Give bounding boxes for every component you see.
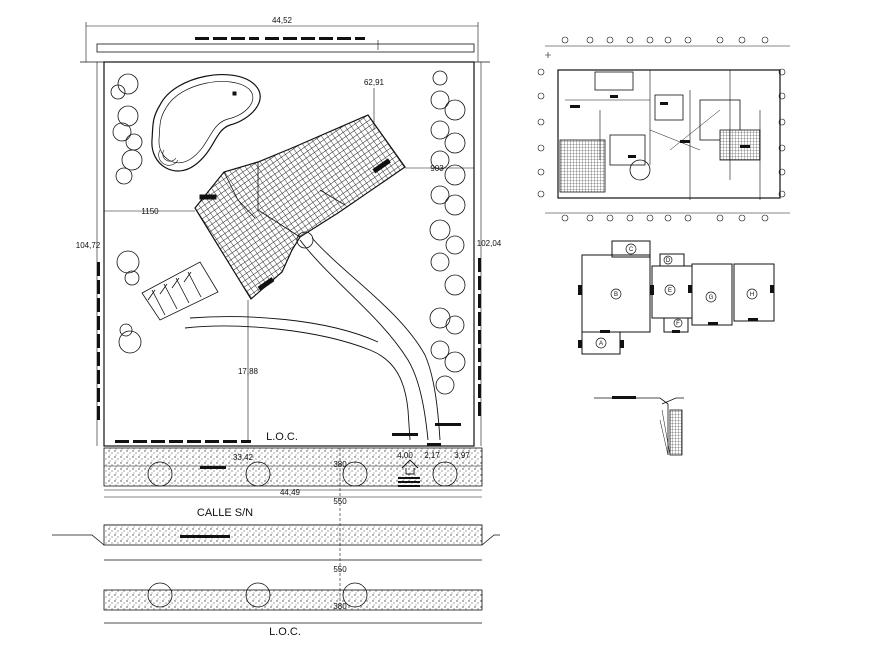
module-e-label: E [668, 288, 672, 294]
lane-dim-1: 550 [333, 497, 347, 506]
loc-bottom-label: L.O.C. [269, 626, 301, 638]
left-depth-label: 104,72 [76, 241, 101, 250]
module-labels: A B C D E F G H [599, 247, 754, 347]
floor-plan [537, 36, 790, 222]
street [52, 447, 500, 624]
street-name-label: CALLE S/N [197, 507, 253, 519]
module-b-label: B [614, 292, 618, 298]
sidewalk-dim-2: 380 [333, 460, 347, 469]
module-d-label: D [666, 258, 671, 264]
stair-detail [594, 396, 684, 456]
top-wall-dashes [195, 37, 365, 40]
diag-dim-label: 62,91 [364, 78, 385, 87]
swimming-pool [151, 74, 261, 172]
entrance-steps [398, 477, 420, 487]
top-width-label: 44,52 [272, 16, 293, 25]
sidewalk-dim-1: 33,42 [233, 453, 254, 462]
lane-dim-2: 550 [333, 565, 347, 574]
trees-left [110, 73, 143, 354]
site-labels: 44,52 62,91 903 1150 104,72 102,04 17,88… [76, 16, 502, 638]
module-h-label: H [750, 292, 754, 298]
house-roof [194, 114, 406, 300]
module-g-label: G [709, 295, 714, 301]
module-d [659, 253, 685, 267]
driveway [184, 231, 441, 441]
site-plan [80, 22, 490, 447]
street-width-label: 44,49 [280, 488, 301, 497]
gate-dim-3: 3,97 [454, 451, 470, 460]
loc-top-label: L.O.C. [266, 431, 298, 443]
module-c [611, 240, 651, 258]
left-offset-label: 1150 [141, 207, 159, 216]
lane-dim-3: 380 [333, 602, 347, 611]
trees-right [429, 70, 466, 395]
module-a-label: A [599, 341, 603, 347]
gate-dim-1: 4,00 [397, 451, 413, 460]
module-f-label: F [676, 321, 680, 327]
left-wall-dashes [97, 258, 481, 443]
module-plan [578, 240, 775, 355]
drive-dim-label: 17,88 [238, 367, 259, 376]
right-depth-label: 102,04 [477, 239, 502, 248]
parking-stalls [141, 261, 219, 321]
gate-dim-2: 2,17 [424, 451, 440, 460]
module-c-label: C [629, 247, 634, 253]
side-dim-label: 903 [430, 164, 444, 173]
